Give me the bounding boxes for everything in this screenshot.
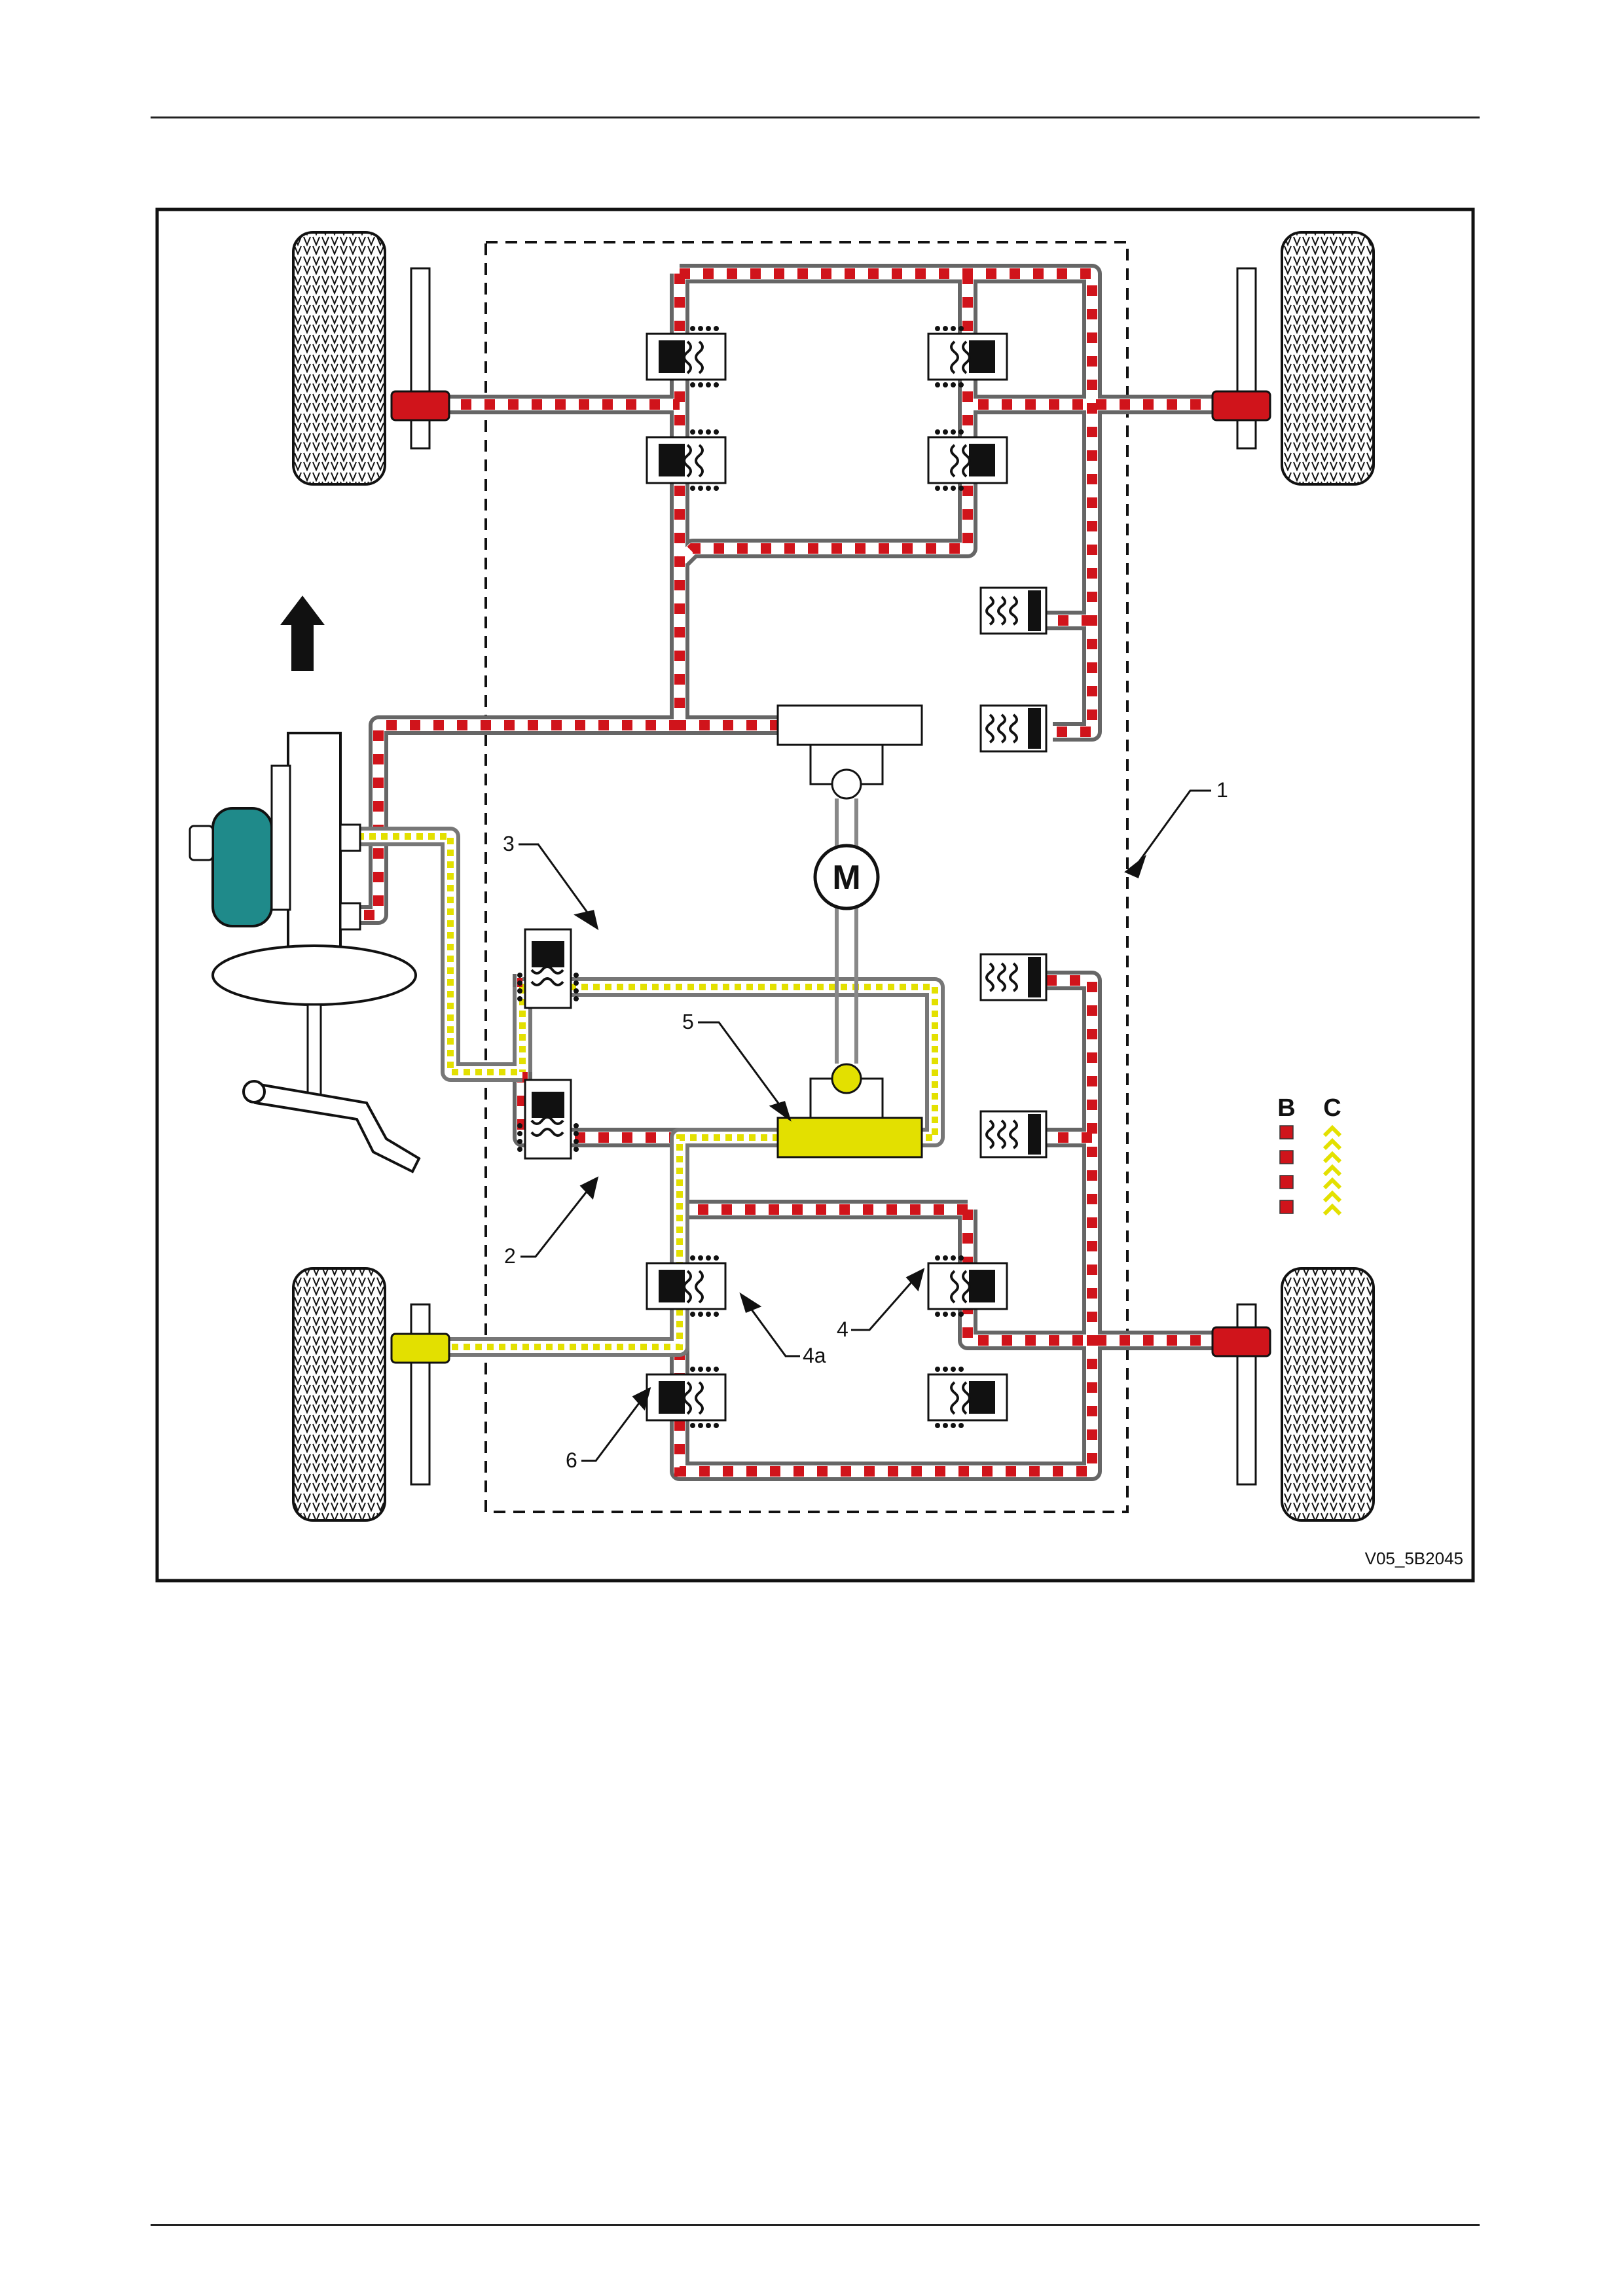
brake-caliper-icon <box>392 1334 449 1363</box>
accumulator-icon <box>981 588 1046 634</box>
motor-label: M <box>832 859 860 897</box>
brake-caliper-icon <box>1213 1327 1270 1356</box>
pump-motor: M <box>815 846 878 908</box>
accumulator-icon <box>981 1111 1046 1157</box>
pump-icon <box>778 1118 922 1157</box>
callout-5: 5 <box>682 1010 694 1033</box>
solenoid-valve-icon <box>647 1367 725 1428</box>
solenoid-valve-icon <box>928 326 1007 387</box>
callout-4a: 4a <box>803 1344 826 1367</box>
tire-icon <box>1282 232 1374 484</box>
rear-right-wheel <box>1213 1268 1374 1520</box>
legend-head-c: C <box>1323 1094 1341 1122</box>
front-right-wheel <box>1213 232 1374 484</box>
tire-icon <box>293 232 385 484</box>
brake-disc-icon <box>411 268 429 448</box>
brake-caliper-icon <box>392 391 449 420</box>
solenoid-valve-icon <box>647 1255 725 1317</box>
tire-icon <box>293 1268 385 1520</box>
callout-4: 4 <box>837 1318 848 1341</box>
front-left-wheel <box>293 232 449 484</box>
callout-6: 6 <box>566 1448 577 1472</box>
solenoid-valve-icon <box>928 429 1007 491</box>
solenoid-valve-icon <box>928 1255 1007 1317</box>
callout-1: 1 <box>1216 778 1228 802</box>
accumulator-icon <box>981 706 1046 751</box>
callout-3: 3 <box>503 832 515 855</box>
tire-icon <box>1282 1268 1374 1520</box>
solenoid-valve-icon <box>517 1080 579 1158</box>
figure-code: V05_5B2045 <box>1365 1549 1463 1568</box>
solenoid-valve-icon <box>517 929 579 1008</box>
solenoid-valve-icon <box>647 326 725 387</box>
rear-left-wheel <box>293 1268 449 1520</box>
brake-disc-icon <box>411 1304 429 1484</box>
brake-disc-icon <box>1237 268 1256 448</box>
brake-caliper-icon <box>1213 391 1270 420</box>
accumulator-icon <box>981 954 1046 1000</box>
pump-icon <box>778 706 922 745</box>
legend-head-b: B <box>1277 1094 1295 1122</box>
callout-2: 2 <box>504 1244 516 1268</box>
solenoid-valve-icon <box>928 1367 1007 1428</box>
brake-booster-icon <box>213 808 272 926</box>
solenoid-valve-icon <box>647 429 725 491</box>
